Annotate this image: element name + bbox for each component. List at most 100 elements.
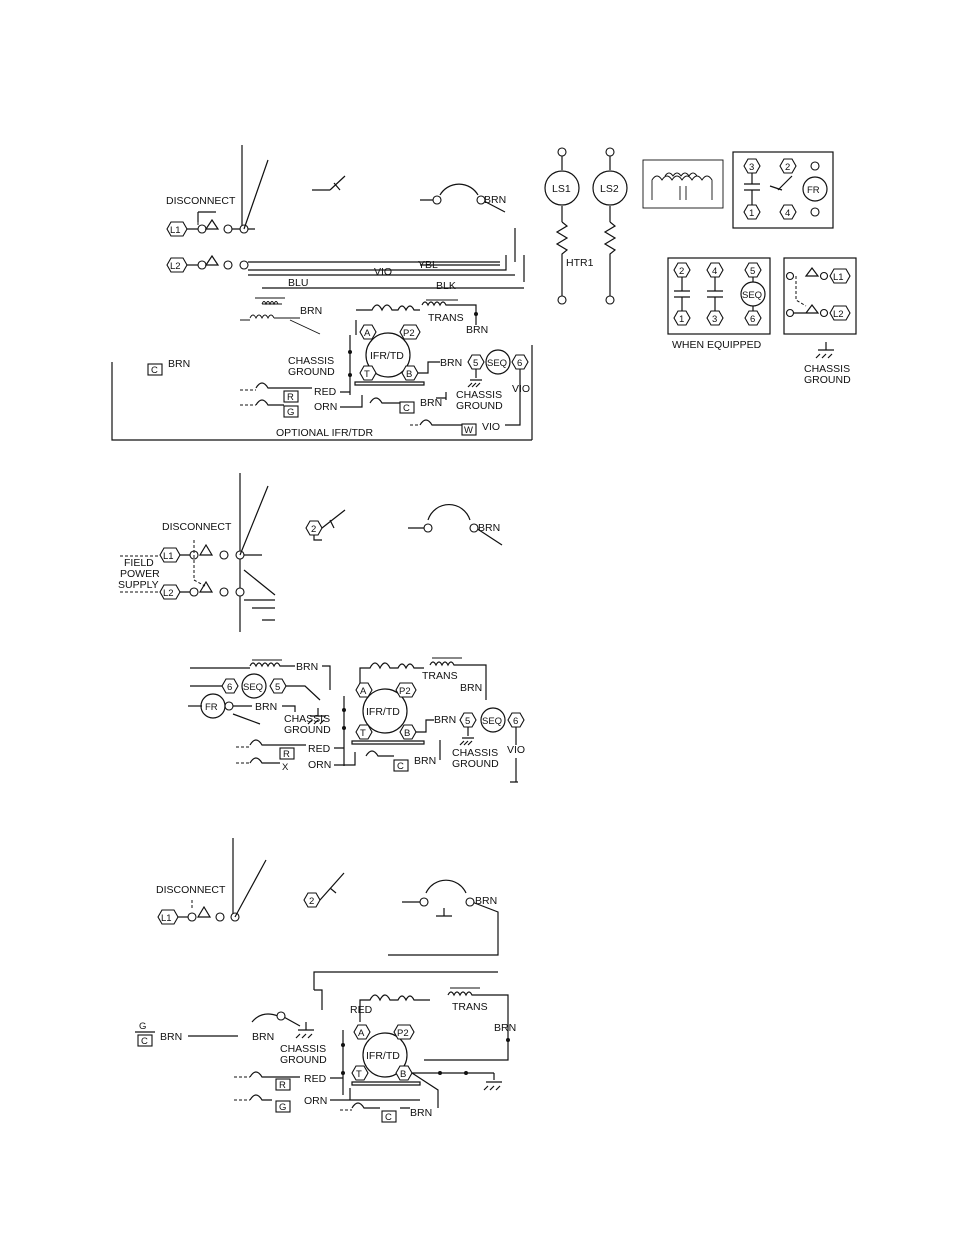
terminal-5-seq: 5 xyxy=(744,262,762,278)
d2-terminal-6b: 6 xyxy=(507,712,525,728)
svg-text:CHASSIS: CHASSIS xyxy=(284,713,330,725)
terminal-1-seq: 1 xyxy=(673,310,691,326)
terminal-4-seq: 4 xyxy=(706,262,724,278)
svg-text:GROUND: GROUND xyxy=(280,1054,327,1066)
svg-text:DISCONNECT: DISCONNECT xyxy=(156,884,226,896)
d2-terminal-p2: P2 xyxy=(395,682,417,698)
d2-terminal-t: T xyxy=(355,724,373,740)
svg-text:GROUND: GROUND xyxy=(452,758,499,770)
seq-vio-label: VIO xyxy=(512,383,530,395)
svg-text:BRN: BRN xyxy=(460,682,482,694)
svg-text:TRANS: TRANS xyxy=(428,312,464,324)
svg-text:6: 6 xyxy=(227,682,232,693)
svg-text:G: G xyxy=(287,407,294,418)
terminal-5: 5 xyxy=(467,354,485,370)
svg-text:L1: L1 xyxy=(833,272,844,283)
ls1-label: LS1 xyxy=(552,183,571,195)
seq-legend-label: SEQ xyxy=(742,290,762,301)
d3-terminal-c2: C xyxy=(381,1110,397,1123)
d2-terminal-l2: L2 xyxy=(159,584,181,600)
trans-brn-label: BRN xyxy=(466,324,488,336)
d3-terminal-l1: L1 xyxy=(157,909,179,925)
svg-text:BRN: BRN xyxy=(478,522,500,534)
svg-text:L1: L1 xyxy=(170,225,181,236)
svg-text:6: 6 xyxy=(517,358,522,369)
terminal-4-fr: 4 xyxy=(779,204,797,220)
terminal-a: A xyxy=(359,324,377,340)
svg-text:RED: RED xyxy=(308,743,331,755)
svg-text:ORN: ORN xyxy=(308,759,331,771)
svg-text:IFR/TD: IFR/TD xyxy=(366,1050,400,1062)
svg-text:G: G xyxy=(139,1021,146,1032)
svg-text:TRANS: TRANS xyxy=(422,670,458,682)
d2-terminal-a: A xyxy=(355,682,373,698)
svg-text:L2: L2 xyxy=(170,261,181,272)
svg-text:RED: RED xyxy=(314,386,337,398)
d3-terminal-c: C xyxy=(137,1034,153,1047)
ifr-td-label: IFR/TD xyxy=(370,350,404,362)
svg-text:T: T xyxy=(364,369,370,380)
svg-text:6: 6 xyxy=(513,716,518,727)
svg-text:L2: L2 xyxy=(833,309,844,320)
d2-terminal-5b: 5 xyxy=(459,712,477,728)
legend-ground-label: GROUND xyxy=(804,374,851,386)
svg-text:4: 4 xyxy=(785,208,790,219)
svg-text:A: A xyxy=(360,686,367,697)
svg-text:4: 4 xyxy=(712,266,717,277)
svg-text:POWER: POWER xyxy=(120,568,160,580)
fr-label: FR xyxy=(807,185,820,196)
terminal-6: 6 xyxy=(511,354,529,370)
d2-terminal-b: B xyxy=(399,724,417,740)
wire-vio-label: VIO xyxy=(374,266,392,278)
svg-text:FIELD: FIELD xyxy=(124,557,154,569)
terminal-b: B xyxy=(401,365,419,381)
svg-text:R: R xyxy=(287,392,294,403)
svg-text:R: R xyxy=(283,749,290,760)
d2-terminal-l1: L1 xyxy=(159,547,181,563)
wire-blk-label: BLK xyxy=(436,280,456,292)
svg-text:CHASSIS: CHASSIS xyxy=(288,355,334,367)
motor-brn-label: BRN xyxy=(484,194,506,206)
svg-text:GROUND: GROUND xyxy=(284,724,331,736)
wire-blu-label: BLU xyxy=(288,277,308,289)
d2-terminal-5a: 5 xyxy=(269,678,287,694)
svg-text:5: 5 xyxy=(465,716,470,727)
d3-terminal-2: 2 xyxy=(303,892,321,908)
terminal-l2: L2 xyxy=(166,257,188,273)
svg-text:X: X xyxy=(282,762,289,773)
component-legend: LS1 HTR1 LS2 3 2 1 4 FR 2 4 5 1 3 6 SEQ … xyxy=(544,147,857,386)
svg-text:C: C xyxy=(403,403,410,414)
svg-text:2: 2 xyxy=(785,162,790,173)
svg-text:T: T xyxy=(360,728,366,739)
d3-terminal-t: T xyxy=(351,1065,369,1081)
svg-text:A: A xyxy=(364,328,371,339)
svg-text:2: 2 xyxy=(679,266,684,277)
svg-text:T: T xyxy=(356,1069,362,1080)
terminal-g-1: G xyxy=(283,405,299,418)
d3-terminal-p2: P2 xyxy=(393,1024,415,1040)
ls2-label: LS2 xyxy=(600,183,619,195)
d2-terminal-2: 2 xyxy=(305,520,323,536)
svg-text:BRN: BRN xyxy=(410,1107,432,1119)
when-equipped-label: WHEN EQUIPPED xyxy=(672,339,762,351)
svg-text:G: G xyxy=(279,1102,286,1113)
svg-text:C: C xyxy=(385,1112,392,1123)
svg-text:SEQ: SEQ xyxy=(482,716,502,727)
svg-text:P2: P2 xyxy=(399,686,411,697)
svg-text:P2: P2 xyxy=(403,328,415,339)
d3-terminal-r: R xyxy=(275,1078,291,1091)
terminal-w: W xyxy=(461,423,477,436)
svg-text:BRN: BRN xyxy=(255,701,277,713)
svg-text:W: W xyxy=(464,425,473,436)
legend-terminal-l2: L2 xyxy=(829,305,851,321)
terminal-c-1: C xyxy=(147,363,163,376)
svg-text:CHASSIS: CHASSIS xyxy=(280,1043,326,1055)
svg-text:C: C xyxy=(397,761,404,772)
svg-text:A: A xyxy=(358,1028,365,1039)
svg-text:BRN: BRN xyxy=(475,895,497,907)
svg-text:GROUND: GROUND xyxy=(456,400,503,412)
htr1-label: HTR1 xyxy=(566,257,594,269)
terminal-6-seq: 6 xyxy=(744,310,762,326)
terminal-l1: L1 xyxy=(166,221,188,237)
